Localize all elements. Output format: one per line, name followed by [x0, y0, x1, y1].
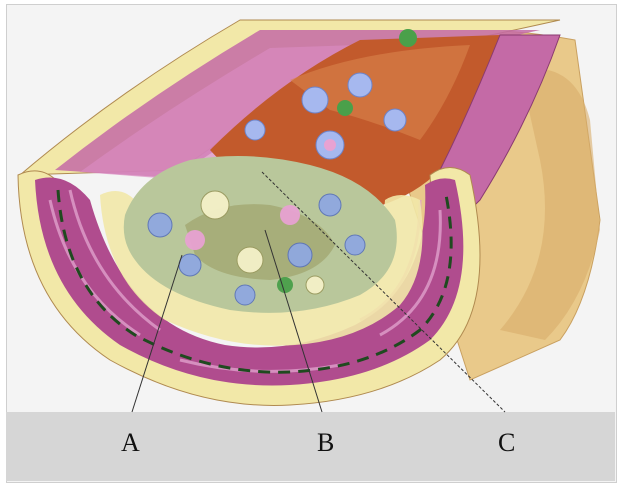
cell-yellow	[237, 247, 263, 273]
cell-pink	[185, 230, 205, 250]
blood-cell-blue	[302, 87, 328, 113]
caption-band	[6, 412, 615, 481]
cell-blue	[179, 254, 201, 276]
cell-blue	[235, 285, 255, 305]
cell-blue	[319, 194, 341, 216]
cell-blue	[148, 213, 172, 237]
cell-green	[277, 277, 293, 293]
cell-blue	[288, 243, 312, 267]
blood-cell-blue	[384, 109, 406, 131]
cell-yellow	[201, 191, 229, 219]
label-b: B	[317, 428, 334, 458]
blood-cell-blue	[245, 120, 265, 140]
label-c: C	[498, 428, 515, 458]
cell-yellow	[306, 276, 324, 294]
cell-pink	[280, 205, 300, 225]
cell-blue	[345, 235, 365, 255]
blood-cell-green	[337, 100, 353, 116]
blood-cell-pink	[324, 139, 336, 151]
blood-cell-blue	[348, 73, 372, 97]
label-a: A	[121, 428, 140, 458]
blood-cell-green	[399, 29, 417, 47]
